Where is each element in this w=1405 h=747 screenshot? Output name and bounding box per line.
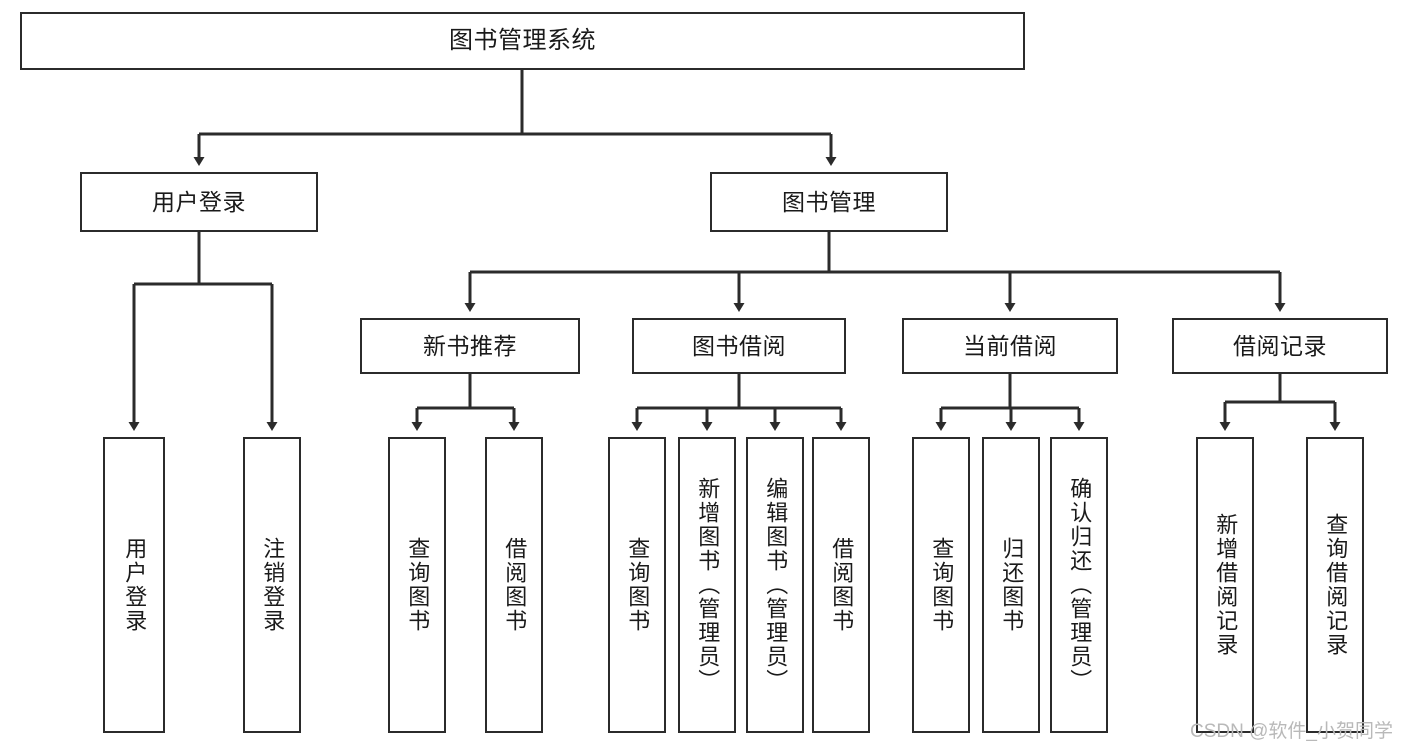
node-leaf-edit-book[interactable]: 编辑图书（管理员）: [746, 437, 804, 733]
node-book-borrow-label: 图书借阅: [692, 332, 786, 359]
node-leaf-add-borrow-record-label: 新增借阅记录: [1213, 513, 1239, 657]
node-new-book-recommend[interactable]: 新书推荐: [360, 318, 580, 374]
node-leaf-query-borrow-record-label: 查询借阅记录: [1323, 513, 1349, 657]
node-leaf-add-book-label: 新增图书（管理员）: [695, 477, 721, 693]
node-leaf-query-book-borrow[interactable]: 查询图书: [608, 437, 666, 733]
node-leaf-query-book-recommend-label: 查询图书: [405, 537, 431, 633]
node-leaf-query-book-borrow-label: 查询图书: [625, 537, 651, 633]
node-leaf-confirm-return[interactable]: 确认归还（管理员）: [1050, 437, 1108, 733]
node-user-login-label: 用户登录: [152, 188, 246, 215]
watermark-text: CSDN @软件_小贺同学: [1190, 721, 1393, 742]
node-leaf-borrow-book-label: 借阅图书: [829, 537, 855, 633]
node-book-management[interactable]: 图书管理: [710, 172, 948, 232]
node-leaf-query-borrow-record[interactable]: 查询借阅记录: [1306, 437, 1364, 733]
node-leaf-add-borrow-record[interactable]: 新增借阅记录: [1196, 437, 1254, 733]
node-leaf-return-book-label: 归还图书: [999, 537, 1025, 633]
node-leaf-query-book-current-label: 查询图书: [929, 537, 955, 633]
node-current-borrow[interactable]: 当前借阅: [902, 318, 1118, 374]
node-user-login[interactable]: 用户登录: [80, 172, 318, 232]
node-current-borrow-label: 当前借阅: [963, 332, 1057, 359]
node-new-book-recommend-label: 新书推荐: [423, 332, 517, 359]
node-book-management-label: 图书管理: [782, 188, 876, 215]
node-leaf-edit-book-label: 编辑图书（管理员）: [763, 477, 789, 693]
node-leaf-borrow-book-recommend-label: 借阅图书: [502, 537, 528, 633]
node-leaf-query-book-current[interactable]: 查询图书: [912, 437, 970, 733]
node-book-borrow[interactable]: 图书借阅: [632, 318, 846, 374]
node-root-system-label: 图书管理系统: [449, 27, 596, 55]
node-leaf-borrow-book-recommend[interactable]: 借阅图书: [485, 437, 543, 733]
node-borrow-record-label: 借阅记录: [1233, 332, 1327, 359]
node-leaf-user-login[interactable]: 用户登录: [103, 437, 165, 733]
node-leaf-user-logout-label: 注销登录: [260, 537, 286, 633]
node-leaf-add-book[interactable]: 新增图书（管理员）: [678, 437, 736, 733]
node-leaf-user-login-label: 用户登录: [122, 537, 148, 633]
node-leaf-query-book-recommend[interactable]: 查询图书: [388, 437, 446, 733]
node-leaf-confirm-return-label: 确认归还（管理员）: [1067, 477, 1093, 693]
node-root-system[interactable]: 图书管理系统: [20, 12, 1025, 70]
node-leaf-return-book[interactable]: 归还图书: [982, 437, 1040, 733]
node-borrow-record[interactable]: 借阅记录: [1172, 318, 1388, 374]
node-leaf-borrow-book[interactable]: 借阅图书: [812, 437, 870, 733]
node-leaf-user-logout[interactable]: 注销登录: [243, 437, 301, 733]
